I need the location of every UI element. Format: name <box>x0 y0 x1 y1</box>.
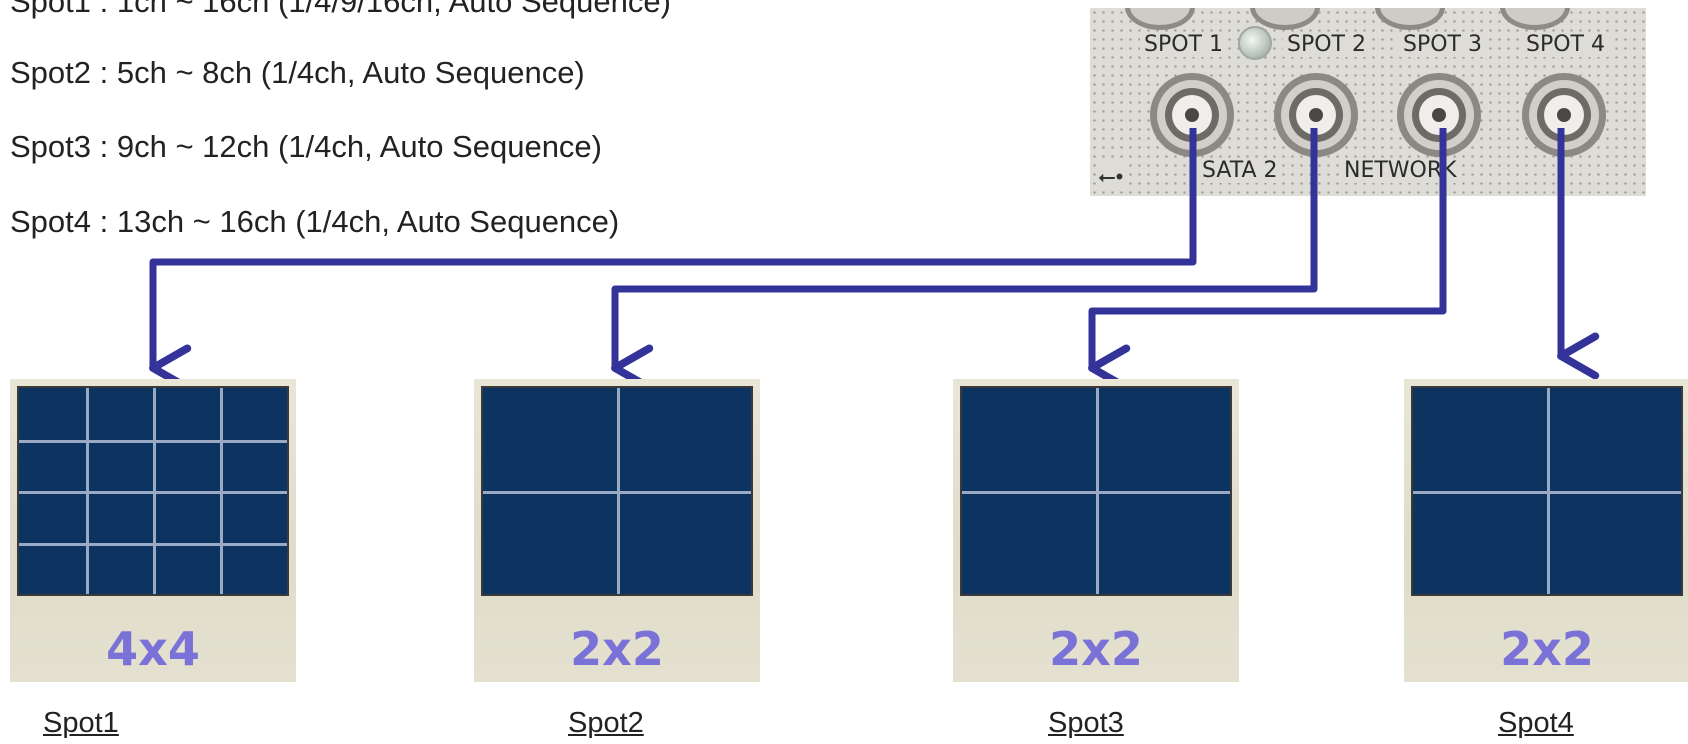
spot3-description: Spot3 : 9ch ~ 12ch (1/4ch, Auto Sequence… <box>10 129 602 164</box>
spot1-arrow <box>149 128 1197 392</box>
spot2-port-label: SPOT 2 <box>1283 32 1370 57</box>
spot4-name: Spot4 <box>1498 707 1574 739</box>
bnc-connector-icon <box>1397 73 1481 157</box>
spot2-arrow <box>611 128 1318 392</box>
monitor-screen <box>960 386 1232 596</box>
bnc-connector-icon <box>1150 73 1234 157</box>
spot3-arrow <box>1088 128 1447 392</box>
dvr-back-panel: SPOT 1 SPOT 2 SPOT 3 SPOT 4 ⭠• SATA 2 NE… <box>1090 8 1646 196</box>
sata-label: SATA 2 <box>1198 158 1282 183</box>
monitor-screen <box>1411 386 1683 596</box>
layout-label: 2x2 <box>570 622 664 676</box>
bnc-connector-icon <box>1522 73 1606 157</box>
bnc-connector-icon <box>1274 73 1358 157</box>
spot2-name: Spot2 <box>568 707 644 739</box>
spot2-description: Spot2 : 5ch ~ 8ch (1/4ch, Auto Sequence) <box>10 55 585 90</box>
monitor-spot3: 2x2 <box>953 379 1239 682</box>
monitor-spot2: 2x2 <box>474 379 760 682</box>
spot3-port-label: SPOT 3 <box>1399 32 1486 57</box>
spot1-description: Spot1 : 1ch ~ 16ch (1/4/9/16ch, Auto Seq… <box>10 0 671 19</box>
spot1-port-label: SPOT 1 <box>1140 32 1227 57</box>
spot1-name: Spot1 <box>43 707 119 739</box>
layout-label: 2x2 <box>1500 622 1594 676</box>
screw-icon <box>1238 26 1272 60</box>
spot4-port-label: SPOT 4 <box>1522 32 1609 57</box>
usb-icon: ⭠• <box>1098 164 1124 190</box>
spot3-name: Spot3 <box>1048 707 1124 739</box>
monitor-screen <box>17 386 289 596</box>
monitor-spot1: 4x4 <box>10 379 296 682</box>
monitor-screen <box>481 386 753 596</box>
spot4-description: Spot4 : 13ch ~ 16ch (1/4ch, Auto Sequenc… <box>10 204 620 239</box>
layout-label: 2x2 <box>1049 622 1143 676</box>
layout-label: 4x4 <box>106 622 200 676</box>
monitor-spot4: 2x2 <box>1404 379 1688 682</box>
